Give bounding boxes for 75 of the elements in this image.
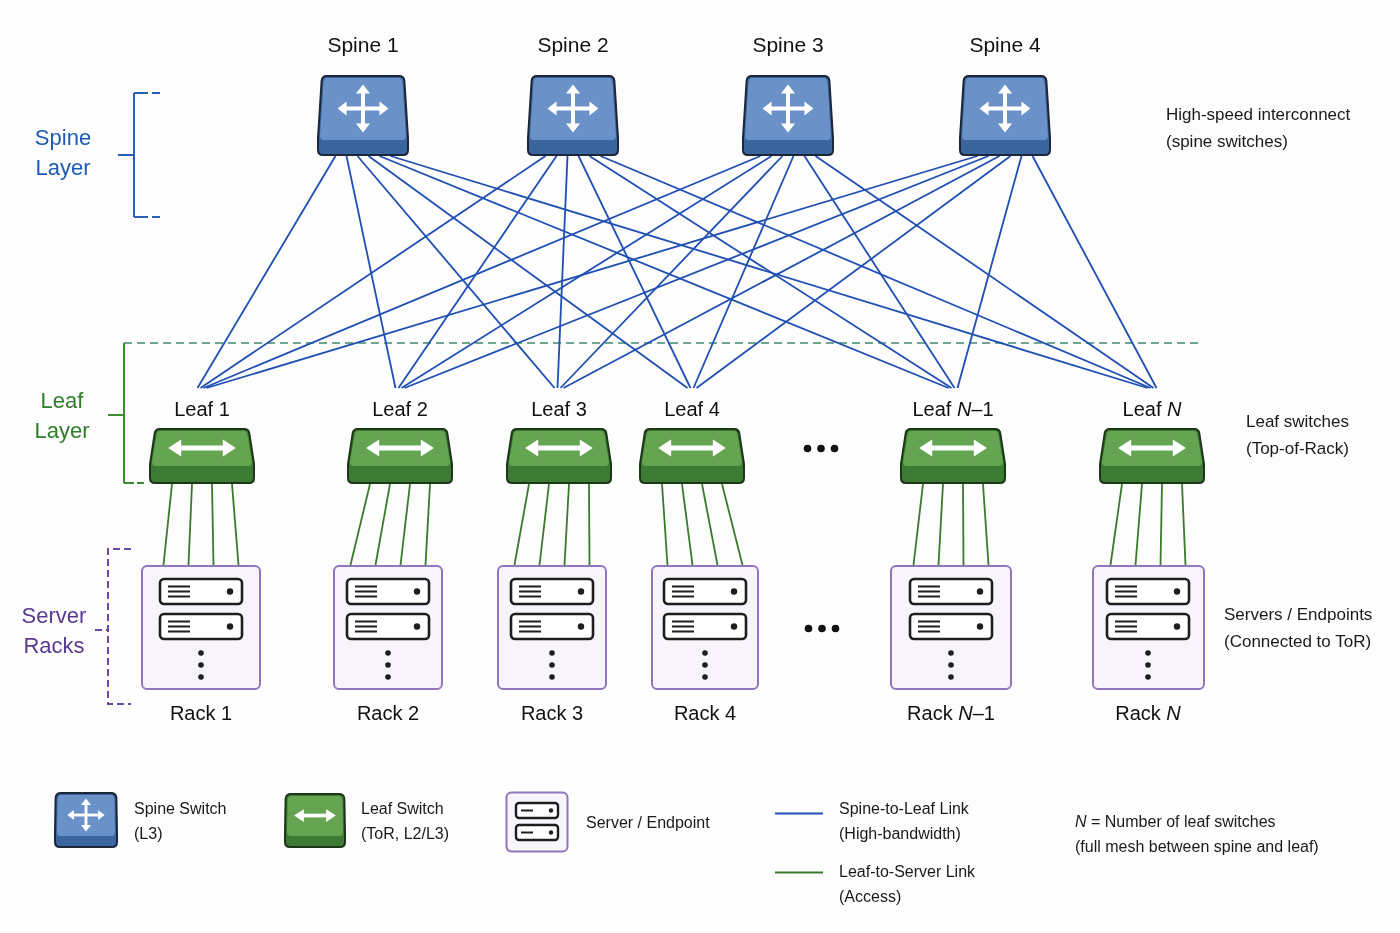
rack-label: Rack N–1 <box>907 701 995 726</box>
leaf-label: Leaf 2 <box>372 397 428 422</box>
link-line <box>1134 483 1143 566</box>
link-line <box>205 155 979 389</box>
leaf-label: Leaf N <box>1122 397 1182 422</box>
link-line <box>956 155 1023 389</box>
link-line <box>681 483 694 566</box>
annotation-text: Leaf switches (Top-of-Rack) <box>1246 411 1350 460</box>
spine-label: Spine 3 <box>752 32 824 58</box>
link-line <box>556 155 569 389</box>
link-line <box>389 155 1149 389</box>
rack-label: Rack 3 <box>520 701 584 726</box>
rack-label: Rack 2 <box>356 701 420 726</box>
link-line <box>400 155 773 389</box>
link-line <box>599 155 1152 389</box>
rack-label: Rack N <box>1115 701 1181 726</box>
link-line <box>1031 155 1158 389</box>
link-line <box>538 483 550 566</box>
legend-label: Server / Endpoint <box>586 813 711 833</box>
link-line <box>588 155 953 389</box>
spine-label: Spine 2 <box>537 32 609 58</box>
link-line <box>588 483 591 566</box>
rack-label: Rack 4 <box>673 701 737 726</box>
note-text: (full mesh between spine and leaf) <box>1075 837 1320 857</box>
link-line <box>937 483 944 566</box>
link-line <box>367 155 689 389</box>
link-line <box>1159 483 1163 566</box>
link-line <box>692 155 795 389</box>
link-line <box>162 483 173 566</box>
link-line <box>695 155 1012 389</box>
link-line <box>356 155 556 389</box>
link-line <box>577 155 692 389</box>
link-line <box>397 155 558 389</box>
link-line <box>982 483 990 566</box>
link-line <box>562 155 1001 389</box>
layer-label: Leaf Layer <box>33 387 91 445</box>
legend-label: Spine-to-Leaf Link (High-bandwidth) <box>839 799 970 844</box>
note-text: N = Number of leaf switches <box>1075 812 1277 832</box>
rack-label: Rack 1 <box>169 701 233 726</box>
link-line <box>424 483 431 566</box>
link-line <box>563 483 570 566</box>
annotation-text: Servers / Endpoints (Connected to ToR) <box>1224 604 1374 653</box>
link-line <box>721 483 744 566</box>
link-line <box>559 155 784 389</box>
link-line <box>513 483 530 566</box>
link-line <box>701 483 719 566</box>
spine-label: Spine 4 <box>969 32 1041 58</box>
link-line <box>196 155 337 389</box>
link-line <box>1181 483 1187 566</box>
link-line <box>374 483 391 566</box>
link-line <box>803 155 956 389</box>
link-line <box>814 155 1155 389</box>
link-line <box>1109 483 1123 566</box>
link-line <box>231 483 240 566</box>
leaf-label: Leaf 4 <box>664 397 720 422</box>
link-line <box>345 155 397 389</box>
link-line <box>912 483 924 566</box>
spine-label: Spine 1 <box>327 32 399 58</box>
layer-label: Server Racks <box>20 602 88 660</box>
legend-label: Spine Switch (L3) <box>134 799 228 844</box>
legend-label: Leaf Switch (ToR, L2/L3) <box>361 799 451 844</box>
link-line <box>202 155 762 389</box>
leaf-label: Leaf 3 <box>531 397 587 422</box>
annotation-text: High-speed interconnect (spine switches) <box>1166 104 1352 153</box>
link-line <box>962 483 965 566</box>
leaf-label: Leaf 1 <box>174 397 230 422</box>
link-line <box>211 483 215 566</box>
layer-label: Spine Layer <box>33 124 93 182</box>
leaf-label: Leaf N–1 <box>912 397 994 422</box>
legend-label: Leaf-to-Server Link (Access) <box>839 862 977 907</box>
link-line <box>187 483 193 566</box>
link-line <box>399 483 411 566</box>
link-line <box>199 155 547 389</box>
link-line <box>661 483 669 566</box>
link-line <box>349 483 371 566</box>
